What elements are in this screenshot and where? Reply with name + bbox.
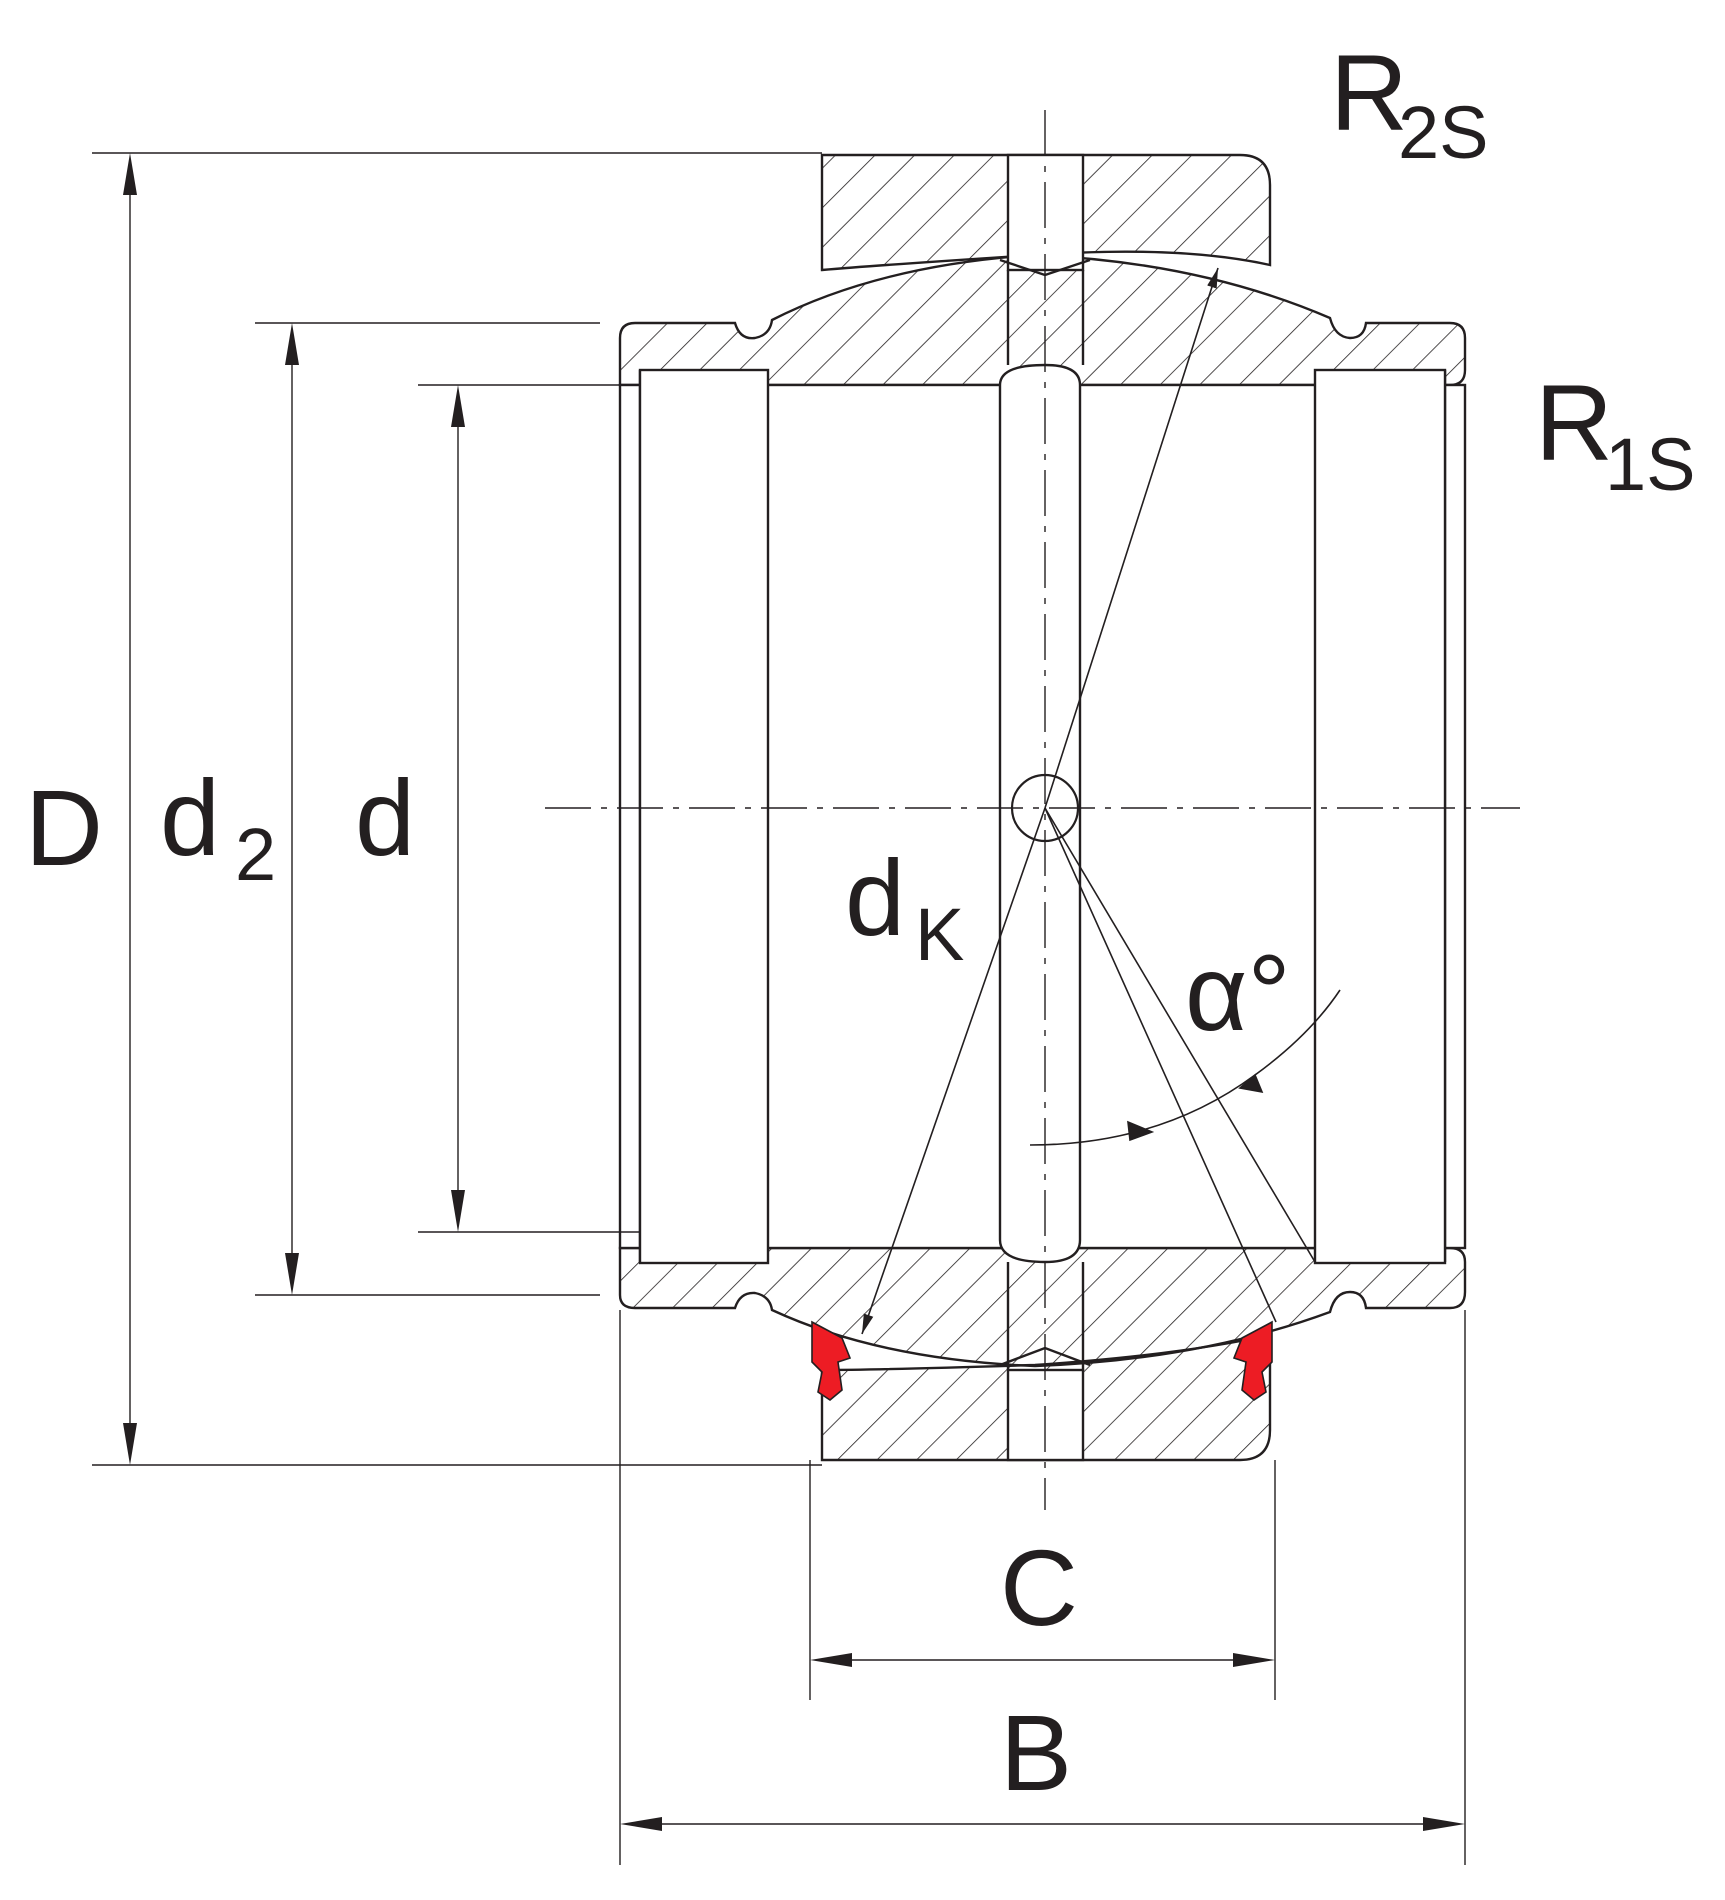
label-r1s-sub: 1S — [1605, 423, 1696, 506]
seal-right — [1232, 1320, 1273, 1401]
alpha-angle — [1029, 807, 1341, 1323]
label-B: B — [1000, 1692, 1072, 1813]
dimension-lines — [92, 152, 1466, 1865]
label-dk: d — [845, 837, 905, 958]
bore-left-recess — [638, 368, 770, 1265]
label-r2s: R — [1330, 32, 1408, 153]
label-d2: d — [160, 757, 220, 878]
label-d2-sub: 2 — [235, 813, 276, 896]
lube-groove-inner — [998, 363, 1082, 1264]
bore-right-recess — [1313, 368, 1447, 1265]
inner-ring-bottom — [618, 1246, 1467, 1368]
label-D: D — [25, 767, 103, 888]
label-C: C — [1000, 1527, 1078, 1648]
inner-ring — [618, 253, 1467, 1368]
sphere-center — [1010, 773, 1080, 843]
label-alpha: α° — [1185, 932, 1291, 1053]
seals — [811, 1320, 1273, 1401]
seal-left — [811, 1320, 852, 1401]
dk-line-lower — [861, 807, 1046, 1335]
label-r2s-sub: 2S — [1398, 91, 1489, 174]
inner-ring-top — [618, 253, 1467, 387]
center-lines — [545, 110, 1520, 1510]
label-d: d — [355, 757, 415, 878]
labels: D d 2 d d K α° C B R 2S R 1S — [25, 32, 1696, 1813]
dk-line — [1044, 267, 1219, 809]
label-dk-sub: K — [915, 893, 964, 976]
label-r1s: R — [1535, 362, 1613, 483]
